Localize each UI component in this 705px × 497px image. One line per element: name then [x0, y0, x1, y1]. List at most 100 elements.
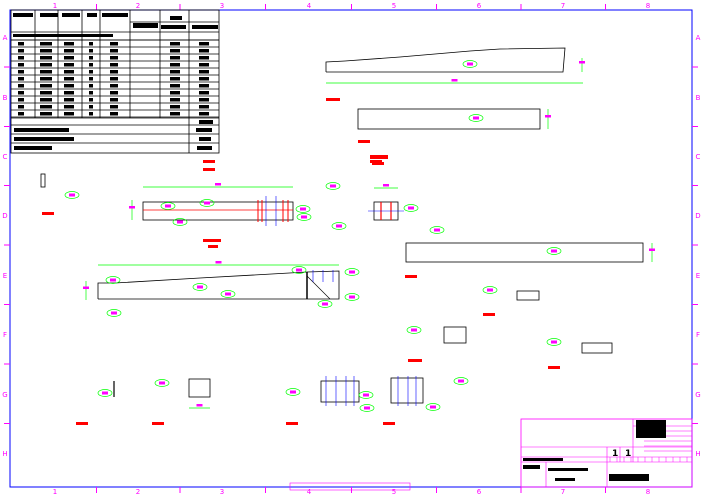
dimension-text — [83, 286, 89, 289]
part-tag-text — [197, 285, 203, 289]
table-text — [40, 13, 58, 17]
part-tag-balloon — [220, 290, 236, 298]
part-tag-text — [467, 62, 473, 66]
table-text — [14, 146, 52, 150]
part-tag-balloon — [105, 276, 121, 284]
part-tag-balloon — [344, 293, 360, 301]
table-cell-text — [64, 63, 74, 67]
table-cell-text — [64, 42, 74, 46]
view-label — [408, 359, 422, 362]
table-cell-text — [18, 84, 24, 88]
table-cell-text — [89, 49, 93, 53]
table-cell-text — [89, 56, 93, 60]
part-tag-balloon — [317, 300, 333, 308]
part-tag-balloon — [358, 391, 374, 399]
part-tag-balloon — [296, 213, 312, 221]
grid-column-label: 2 — [136, 2, 140, 10]
table-cell-text — [18, 112, 24, 116]
part-tag-balloon — [429, 226, 445, 234]
part-tag-balloon — [285, 388, 301, 396]
small-plate — [516, 290, 540, 301]
part-tag-text — [434, 228, 440, 232]
view-label — [208, 245, 218, 248]
part-tag-balloon — [331, 222, 347, 230]
table-cell-text — [110, 91, 118, 95]
table-cell-text — [199, 77, 209, 81]
table-cell-text — [110, 63, 118, 67]
grid-row-label: C — [696, 153, 701, 161]
part-tag-text — [408, 206, 414, 210]
part-tag-balloon — [546, 338, 562, 346]
part-tag-balloon — [359, 404, 375, 412]
table-cell-text — [18, 56, 24, 60]
connection-detail — [320, 380, 360, 403]
view-label — [358, 140, 370, 143]
table-cell-text — [199, 70, 209, 74]
grid-row-label: C — [3, 153, 8, 161]
table-cell-text — [64, 70, 74, 74]
table-cell-text — [199, 49, 209, 53]
table-cell-text — [170, 56, 180, 60]
small-section — [40, 173, 46, 188]
table-cell-text — [110, 77, 118, 81]
grid-column-label: 7 — [561, 488, 565, 496]
part-tag-text — [473, 116, 479, 120]
grid-row-label: H — [695, 450, 700, 458]
grid-row-label: E — [3, 272, 7, 280]
table-cell-text — [199, 98, 209, 102]
part-tag-balloon — [468, 114, 484, 122]
diagonal — [306, 275, 331, 300]
table-cell-text — [170, 49, 180, 53]
part-tag-text — [102, 391, 108, 395]
part-tag-balloon — [546, 247, 562, 255]
table-cell-text — [64, 112, 74, 116]
table-cell-text — [18, 49, 24, 53]
table-text — [87, 13, 97, 17]
table-cell-text — [110, 70, 118, 74]
table-text — [199, 120, 213, 124]
table-text — [102, 13, 128, 17]
table-cell-text — [89, 77, 93, 81]
table-cell-text — [18, 77, 24, 81]
table-cell-text — [64, 77, 74, 81]
table-cell-text — [89, 84, 93, 88]
small-plate — [443, 326, 467, 344]
table-cell-text — [64, 49, 74, 53]
view-label — [370, 160, 382, 163]
table-cell-text — [170, 91, 180, 95]
grid-column-label: 5 — [392, 488, 396, 496]
grid-row-label: E — [696, 272, 700, 280]
dimension-text — [215, 183, 221, 186]
view-label — [372, 162, 384, 165]
part-tag-balloon — [160, 202, 176, 210]
part-tag-text — [551, 340, 557, 344]
tapered-beam-elevation — [97, 270, 340, 300]
table-cell-text — [89, 42, 93, 46]
small-plate — [188, 378, 211, 398]
part-tag-text — [364, 406, 370, 410]
part-tag-text — [430, 405, 436, 409]
table-text — [161, 25, 186, 29]
sheet-total: 1 — [625, 449, 631, 459]
table-text — [192, 25, 218, 29]
table-text — [14, 128, 69, 132]
part-tag-text — [204, 201, 210, 205]
table-cell-text — [170, 63, 180, 67]
table-cell-text — [110, 98, 118, 102]
grid-column-label: 3 — [220, 2, 224, 10]
part-tag-balloon — [295, 205, 311, 213]
grid-column-label: 6 — [477, 2, 482, 10]
bolt-group-detail — [390, 377, 424, 404]
view-label — [483, 313, 495, 316]
table-text — [170, 16, 182, 20]
table-cell-text — [170, 77, 180, 81]
scale-bar — [289, 482, 411, 491]
part-tag-balloon — [482, 286, 498, 294]
part-tag-text — [458, 379, 464, 383]
table-text — [13, 34, 113, 37]
part-tag-text — [330, 184, 336, 188]
part-tag-text — [551, 249, 557, 253]
table-cell-text — [170, 42, 180, 46]
table-cell-text — [40, 70, 52, 74]
